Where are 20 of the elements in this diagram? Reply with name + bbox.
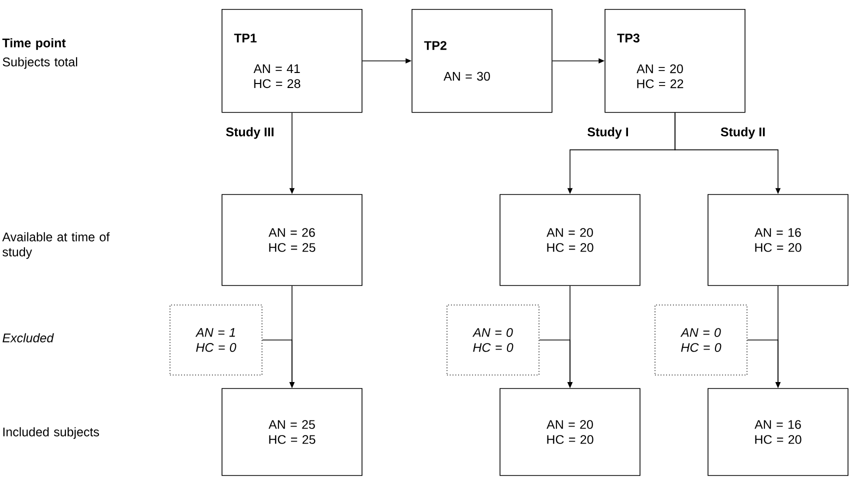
count-box: AN = 26 HC = 25: [222, 194, 362, 286]
excluded-box: AN = 0 HC = 0: [446, 304, 540, 376]
edge-label: Study III: [226, 127, 274, 139]
row-label: Subjects total: [2, 57, 78, 69]
row-label: Available at time of study: [2, 232, 110, 259]
edge-label: Study II: [720, 127, 765, 139]
excluded-box: AN = 1 HC = 0: [170, 304, 262, 376]
edge-label: Study I: [588, 127, 628, 139]
count-box: AN = 16 HC = 20: [708, 388, 848, 476]
time-point-box: TP3 AN = 20 HC = 22: [604, 9, 746, 113]
row-label: Time point: [2, 38, 66, 50]
time-point-box: TP2 AN = 30: [412, 9, 552, 113]
time-point-box: TP1 AN = 41 HC = 28: [222, 9, 362, 113]
count-box: AN = 16 HC = 20: [708, 194, 848, 286]
count-box: AN = 20 HC = 20: [500, 194, 640, 286]
count-box: AN = 20 HC = 20: [500, 388, 640, 476]
row-label: Included subjects: [3, 427, 100, 439]
row-label: Excluded: [2, 333, 54, 342]
count-box: AN = 25 HC = 25: [222, 388, 362, 476]
excluded-box: AN = 0 HC = 0: [654, 304, 748, 376]
